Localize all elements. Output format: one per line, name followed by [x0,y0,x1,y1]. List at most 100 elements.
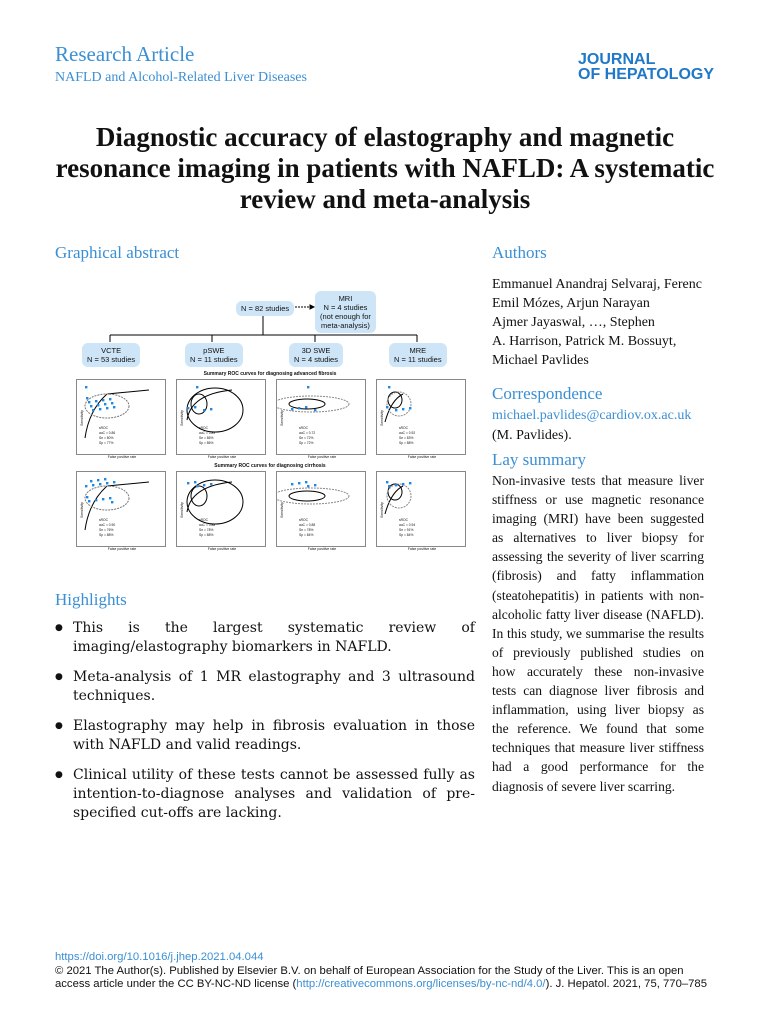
logo-line: OF HEPATOLOGY [578,66,715,83]
roc-legend: sROC auC = 0.88 Se = 78% Sp = 88% [199,518,215,538]
roc-legend: sROC auC = 0.92 Se = 83% Sp = 88% [399,426,415,446]
fibrosis-roc-title: Summary ROC curves for diagnosing advanc… [203,371,337,377]
doi-link[interactable]: https://doi.org/10.1016/j.jhep.2021.04.0… [55,951,264,963]
auc-value: auC = 0.89 [199,431,216,435]
footer: https://doi.org/10.1016/j.jhep.2021.04.0… [55,951,720,992]
box-text: N = 4 studies [294,355,338,364]
x-axis-label: False positive rate [407,455,437,459]
copyright-text: © 2021 The Author(s). Published by Elsev… [55,964,684,991]
study-point [395,484,398,487]
x-axis-label: False positive rate [407,547,437,551]
study-point [187,407,190,410]
specificity-value: Sp = 86% [199,441,214,445]
specificity-value: Sp = 72% [299,441,314,445]
citation: ). J. Hepatol. 2021, 75, 770–785 [545,978,707,990]
study-point [113,406,116,409]
legend-label: sROC [99,426,108,430]
study-point [86,397,89,400]
legend-label: sROC [199,426,208,430]
roc-legend: sROC auC = 0.72 Se = 72% Sp = 72% [299,426,315,446]
correspondence-heading: Correspondence [492,384,603,403]
auc-value: auC = 0.94 [399,523,416,527]
study-point [92,484,95,487]
sensitivity-value: Se = 80% [99,436,114,440]
study-point [109,398,112,401]
specificity-value: Sp = 84% [399,533,414,537]
highlight-item: This is the largest systematic review of… [55,619,475,657]
study-point [99,408,102,411]
study-point [99,483,102,486]
box-text: N = 53 studies [87,355,136,364]
study-point [203,409,206,412]
flow-connectors [109,304,418,342]
roc-plot [384,481,412,515]
auc-value: auC = 0.72 [299,431,316,435]
specificity-value: Sp = 88% [99,533,114,537]
highlight-item: Elastography may help in fibrosis evalua… [55,717,475,755]
box-text: (not enough for [320,312,371,321]
cirrhosis-roc-panel: Sensitivity sROC auC = 0.90 Se = 76% Sp … [76,471,166,551]
lay-summary-text: Non-invasive tests that measure liver st… [492,473,704,794]
sensitivity-value: Se = 78% [199,528,214,532]
study-point [88,500,91,503]
x-axis-label: False positive rate [307,547,337,551]
roc-legend: sROC auC = 0.88 Se = 78% Sp = 84% [299,518,315,538]
highlights-heading: Highlights [55,590,127,609]
box-text: VCTE [101,346,122,355]
study-point [409,407,412,410]
sensitivity-value: Se = 72% [299,436,314,440]
y-axis-label: Sensitivity [280,410,284,426]
study-point [85,386,88,389]
study-point [305,406,308,409]
x-axis-label: False positive rate [107,547,137,551]
study-point [90,405,93,408]
total-studies-box: N = 82 studies [236,301,295,316]
study-point [298,407,301,410]
study-point [104,478,107,481]
legend-label: sROC [299,426,308,430]
study-point [210,483,213,486]
y-axis-label: Sensitivity [80,502,84,518]
highlights-list: This is the largest systematic review of… [55,619,475,834]
x-axis-label: False positive rate [107,455,137,459]
roc-plot [272,481,350,505]
study-point [210,408,213,411]
study-point [106,482,109,485]
auc-value: auC = 0.90 [99,523,116,527]
author-line: Emmanuel Anandraj Selvaraj, Ferenc [492,277,702,292]
roc-legend: sROC auC = 0.94 Se = 91% Sp = 84% [399,518,415,538]
section-name: NAFLD and Alcohol-Related Liver Diseases [55,70,307,85]
authors-heading: Authors [492,243,547,262]
y-axis-label: Sensitivity [180,410,184,426]
study-point [111,501,114,504]
fibrosis-roc-panel: Sensitivity sROC auC = 0.89 Se = 86% Sp … [176,379,266,459]
study-point [388,485,391,488]
study-point [409,482,412,485]
fibrosis-roc-panel: Sensitivity sROC auC = 0.72 Se = 72% Sp … [272,379,366,459]
specificity-value: Sp = 77% [99,441,114,445]
logo-line: JOURNAL [578,51,656,68]
study-point [102,498,105,501]
fibrosis-roc-panel: Sensitivity sROC auC = 0.86 Se = 80% Sp … [76,379,166,459]
license-link[interactable]: http://creativecommons.org/licenses/by-n… [296,978,546,990]
legend-label: sROC [399,518,408,522]
roc-plot [186,479,244,525]
study-point [104,403,107,406]
legend-label: sROC [399,426,408,430]
study-point [97,479,100,482]
correspondence-email[interactable]: michael.pavlides@cardiov.ox.ac.uk [492,408,692,423]
roc-plot [84,478,150,531]
roc-plot [272,386,350,413]
author-line: A. Harrison, Patrick M. Bossuyt, [492,334,677,349]
study-point [102,399,105,402]
study-point [291,408,294,411]
study-point [196,386,199,389]
cirrhosis-roc-panel: Sensitivity sROC auC = 0.88 Se = 78% Sp … [272,471,366,551]
study-point [196,485,199,488]
author-line: Ajmer Jayaswal, …, Stephen [492,315,655,330]
sensitivity-value: Se = 76% [99,528,114,532]
